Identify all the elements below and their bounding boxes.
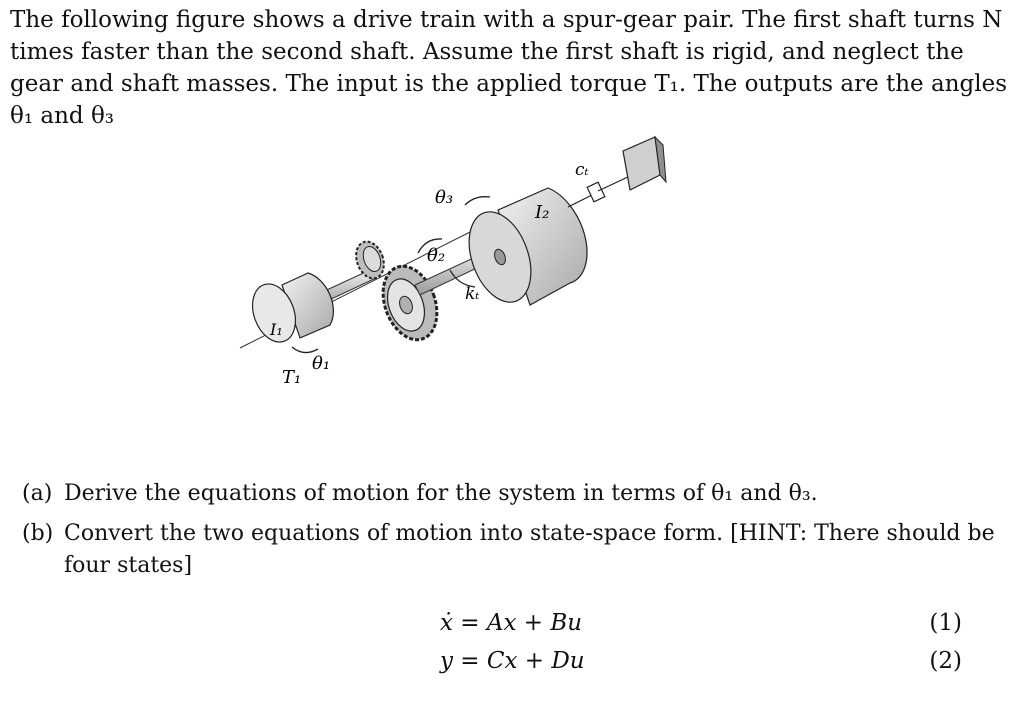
label-theta3: θ₃ [435, 187, 453, 208]
question-tag: (a) [22, 481, 53, 506]
label-theta1: θ₁ [312, 353, 330, 374]
equation-number: (2) [929, 648, 962, 674]
spur-gear [381, 264, 439, 342]
question-list: (a) Derive the equations of motion for t… [22, 478, 1002, 590]
inertia-I2 [468, 187, 588, 306]
question-b: (b) Convert the two equations of motion … [22, 518, 1002, 582]
theta1-arrow [291, 346, 319, 354]
equation-number: (1) [929, 610, 962, 636]
fixed-wall [622, 135, 667, 191]
label-I2: I₂ [534, 202, 549, 223]
question-text: Derive the equations of motion for the s… [64, 481, 818, 506]
equation-expr: y = Cx + Du [440, 648, 585, 674]
question-a: (a) Derive the equations of motion for t… [22, 478, 1002, 510]
problem-intro: The following figure shows a drive train… [10, 7, 1007, 129]
label-kT: kₜ [465, 284, 480, 304]
question-text: Convert the two equations of motion into… [64, 521, 995, 578]
kT-arrow [449, 269, 476, 288]
equation-2: y = Cx + Du (2) [0, 648, 1024, 684]
pinion-gear [355, 240, 385, 280]
damper-cT [567, 175, 631, 208]
drive-train-figure: θ₃ I₂ cₜ θ₂ kₜ I₁ T₁ θ₁ [239, 135, 667, 388]
label-T1: T₁ [282, 367, 301, 388]
theta2-arrow [417, 238, 443, 254]
label-theta2: θ₂ [427, 245, 445, 266]
equation-1: ẋ = Ax + Bu (1) [0, 610, 1024, 646]
label-cT: cₜ [575, 160, 590, 180]
inertia-I1 [251, 272, 334, 343]
equation-expr: ẋ = Ax + Bu [440, 610, 583, 636]
question-tag: (b) [22, 521, 54, 546]
theta3-arrow [464, 196, 491, 206]
label-I1: I₁ [269, 320, 283, 339]
